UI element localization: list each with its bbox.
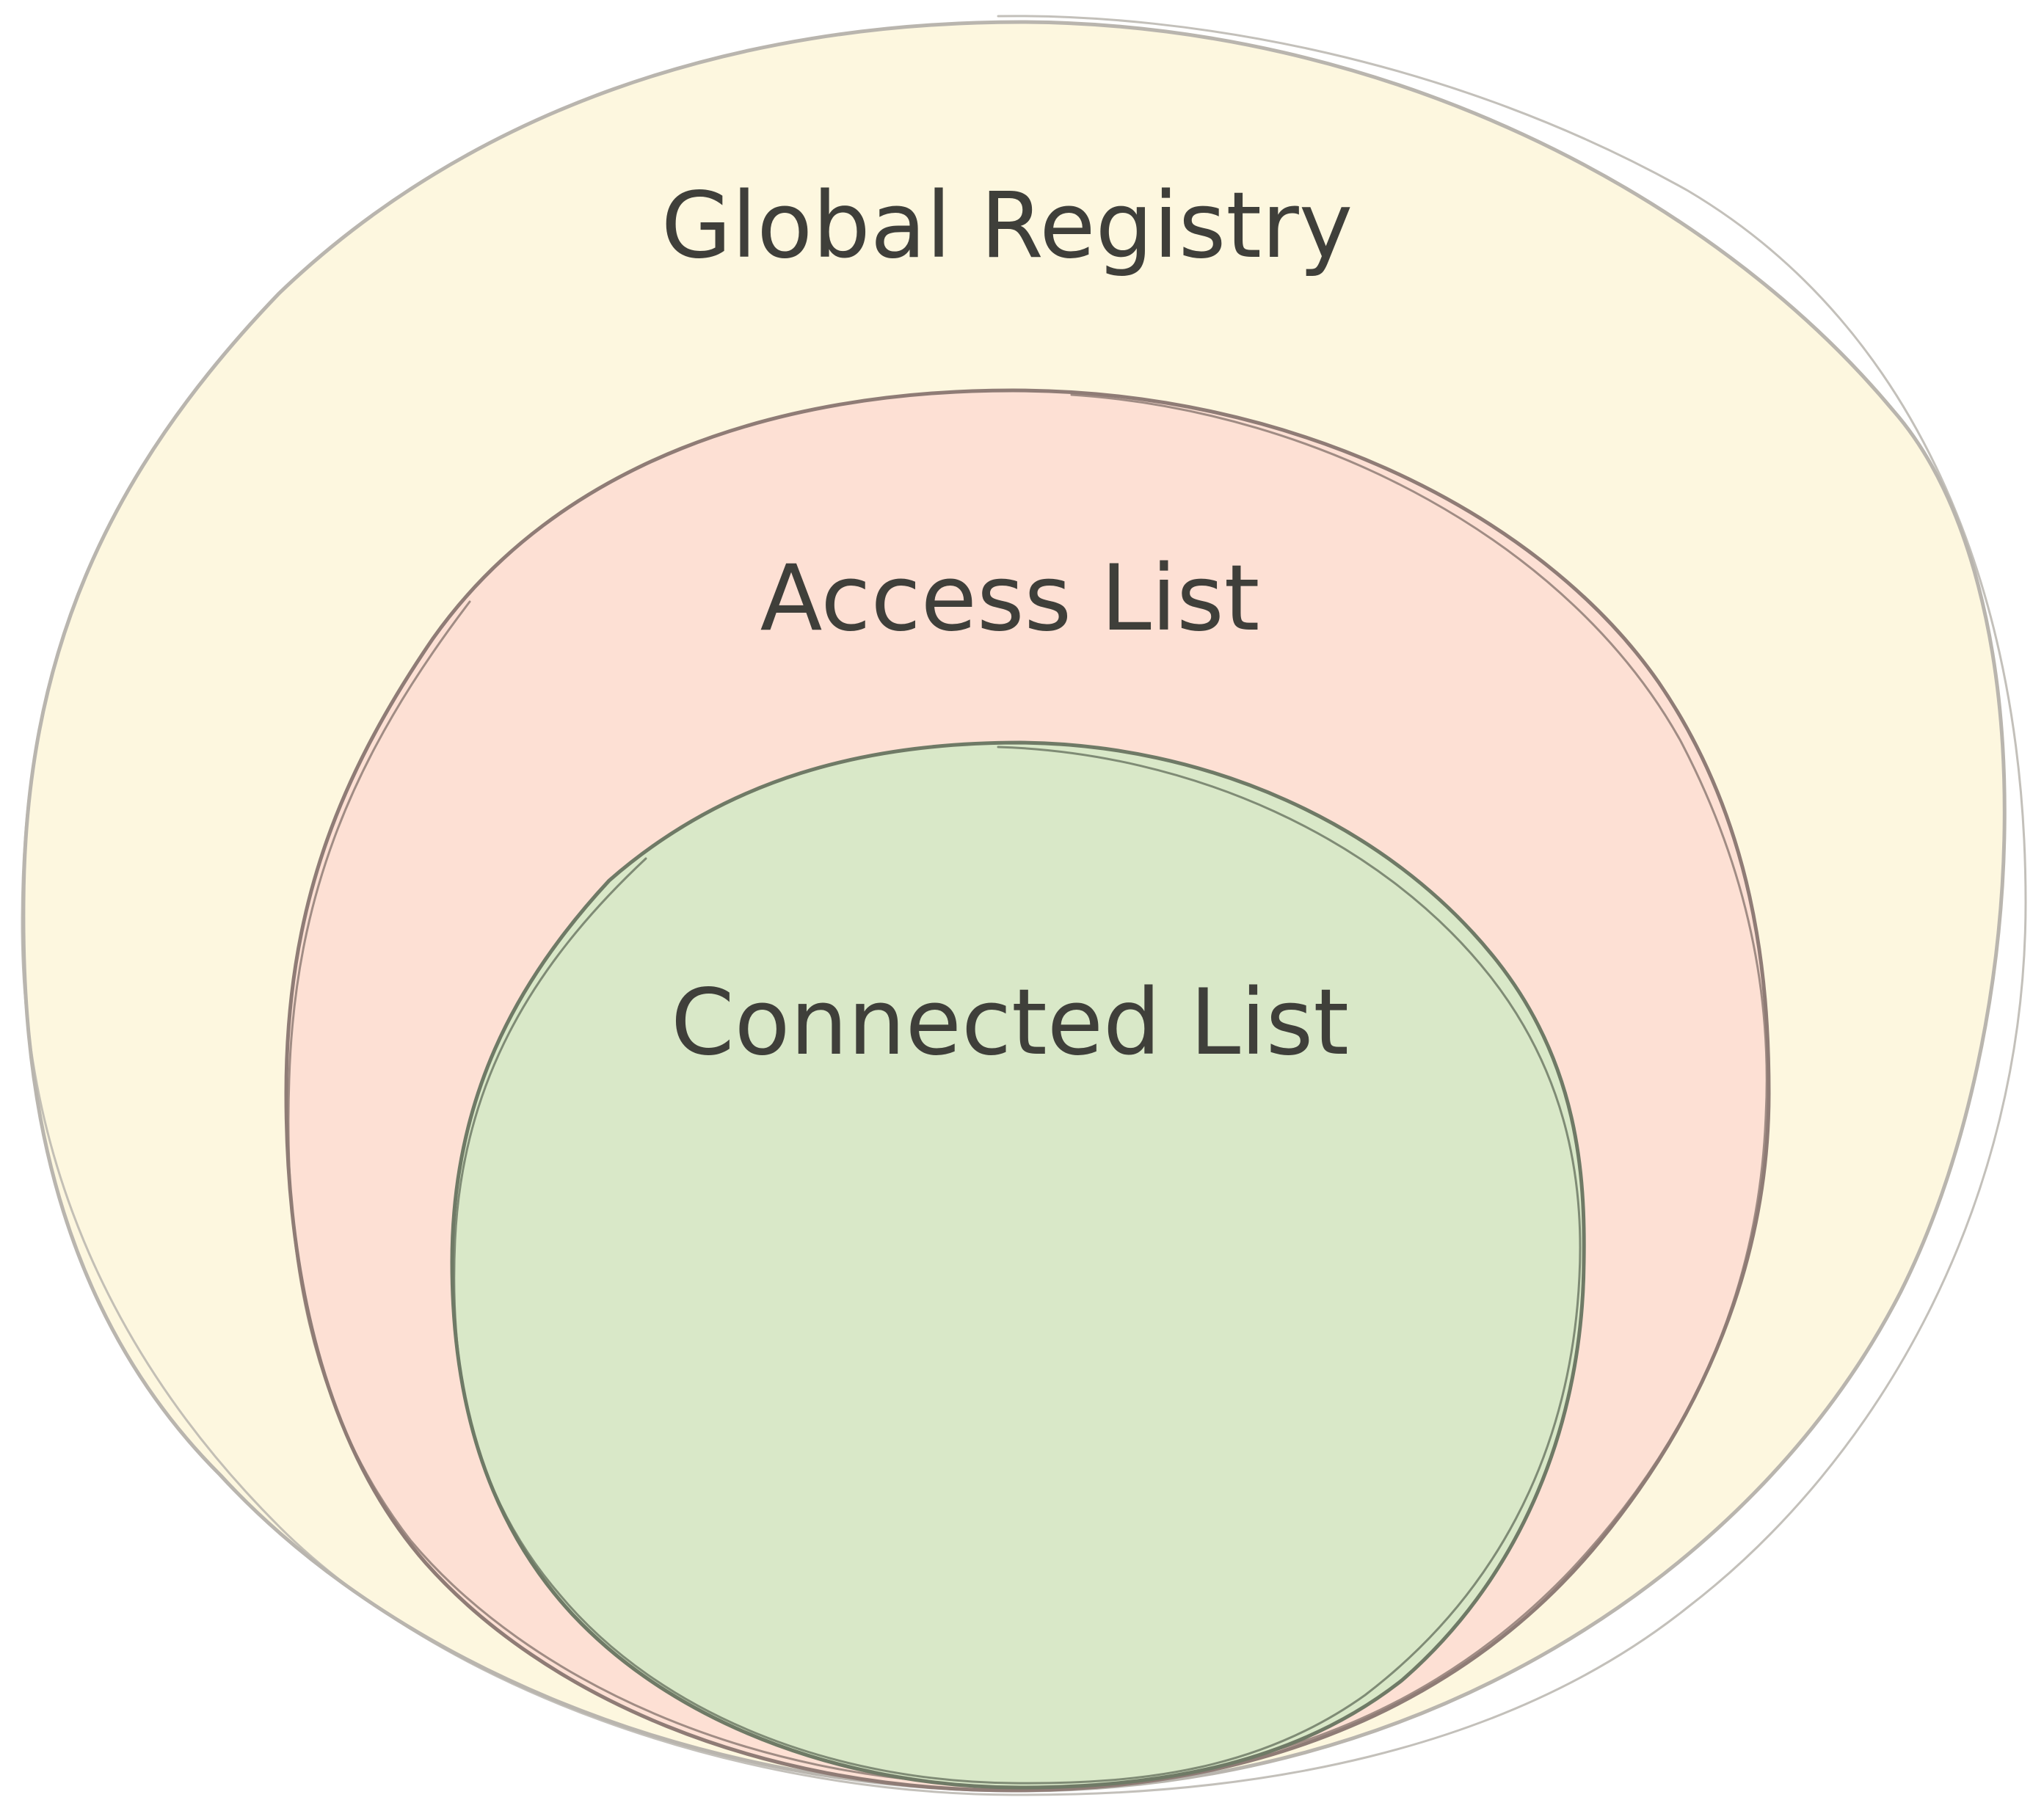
ring-access-list-sketch-line: [287, 393, 1768, 1786]
ring-connected-list-sketch-line: [453, 746, 1582, 1785]
ring-connected-list-shape: [450, 740, 1586, 1790]
ring-connected-list-label: Connected List: [671, 970, 1349, 1076]
ring-access-list-label: Access List: [760, 546, 1260, 652]
ring-global-registry-label: Global Registry: [661, 173, 1353, 279]
ring-global-registry-sketch-line: [21, 15, 2027, 1796]
ring-connected-list: Connected List: [450, 740, 1586, 1790]
